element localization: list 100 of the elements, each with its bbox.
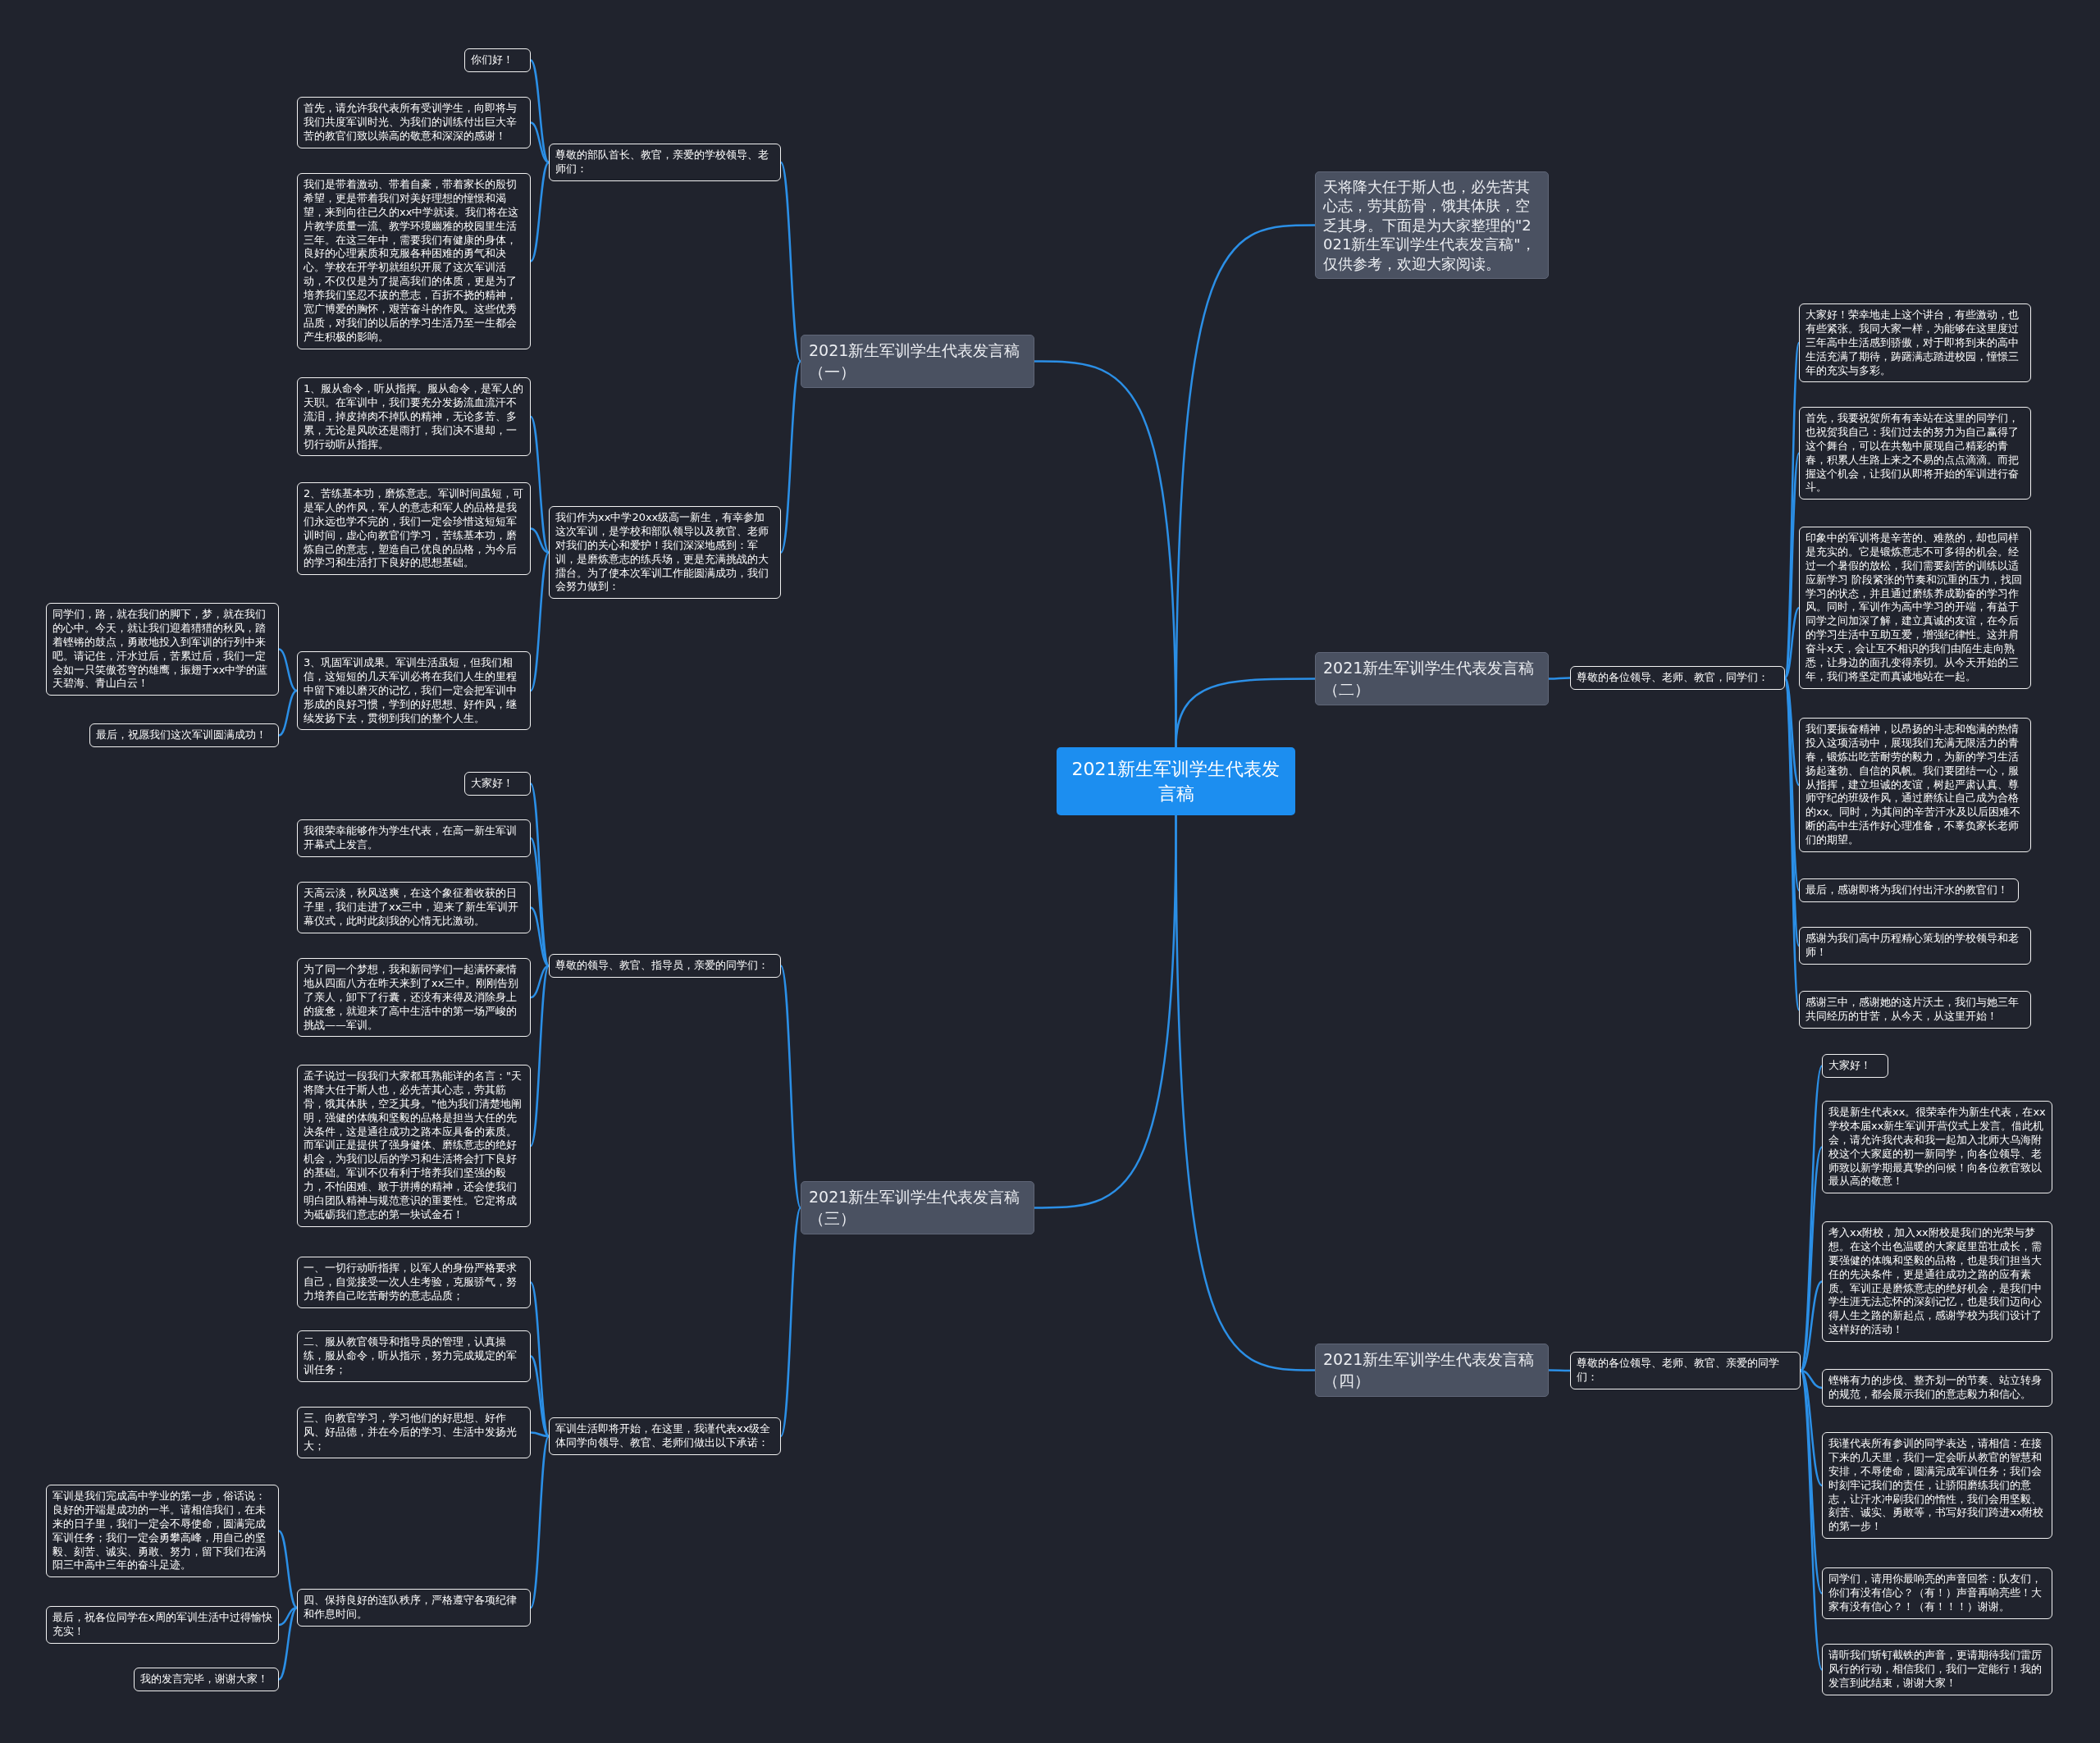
- topic-text: 最后，祝各位同学在x周的军训生活中过得愉快充实！: [52, 1611, 272, 1639]
- topic-text: 考入xx附校，加入xx附校是我们的光荣与梦想。在这个出色温暖的大家庭里茁壮成长，需要强健的体魄和坚毅的品格，也是我们担当大任的先决条件，更是通往成功之路的应有素质。军训正是磨炼意志的绝好机会，是我们中学生涯无法忘怀的深刻记忆，也是我们迈向心得人生之路的新起点，感谢学校为我们设计了这样好的活动！: [1828, 1226, 2043, 1338]
- connector-line: [1784, 677, 1800, 786]
- topic-text: 尊敬的各位领导、老师、教官、亲爱的同学们：: [1577, 1357, 1780, 1385]
- topic-text: 3、巩固军训成果。军训生活虽短，但我们相信，这短短的几天军训必将在我们人生的里程中留下难以磨灭的记忆，我们一定会把军训中形成的良好习惯，学到的好思想、好作风，继续发扬下去，贯彻到我们的整个人生。: [304, 656, 518, 726]
- subtopic-box: [1822, 1369, 2052, 1407]
- subtopic-box: [297, 97, 531, 148]
- connector-line: [1800, 1280, 1823, 1371]
- connector-line: [779, 360, 802, 554]
- topic-text: 我的发言完毕，谢谢大家！: [140, 1672, 269, 1686]
- subtopic-box: [297, 882, 531, 933]
- topic-text: 最后，感谢即将为我们付出汗水的教官们！: [1806, 883, 2009, 897]
- subtopic-box: [1799, 991, 2031, 1029]
- subtopic-box: [297, 819, 531, 857]
- topic-text: 最后，祝愿我们这次军训圆满成功！: [96, 728, 267, 742]
- topic-text: 二、服从教官领导和指导员的管理，认真操练，服从命令，听从指示，努力完成规定的军训任务；: [304, 1335, 518, 1377]
- topic-text: 我很荣幸能够作为学生代表，在高一新生军训开幕式上发言。: [304, 824, 518, 852]
- subtopic-box: [1822, 1567, 2052, 1619]
- topic-text: 尊敬的部队首长、教官，亲爱的学校领导、老师们：: [555, 148, 769, 176]
- connector-line: [530, 121, 550, 164]
- topic-text: 你们好！: [471, 53, 514, 67]
- connector-line: [529, 1435, 550, 1608]
- branch-topic: [801, 1181, 1034, 1235]
- connector-line: [278, 1530, 298, 1608]
- topic-text: 军训是我们完成高中学业的第一步，俗话说：良好的开端是成功的一半。请相信我们，在未来的日子里，我们一定会不辱使命，圆满完成军训任务；我们一定会勇攀高峰，用自己的坚毅、刻苦、诚实、勇敢、努力，留下我们在涡阳三中高中三年的奋斗足迹。: [52, 1490, 267, 1573]
- topic-text: 尊敬的各位领导、老师、教官，同学们：: [1577, 671, 1769, 685]
- connector-line: [278, 648, 298, 692]
- subtopic-box: [1799, 927, 2031, 965]
- subtopic-box: [464, 772, 531, 796]
- connector-line: [530, 1431, 550, 1438]
- connector-line: [1549, 677, 1570, 680]
- subtopic-box: [549, 954, 781, 978]
- subtopic-box: [1822, 1101, 2052, 1194]
- topic-text: 2021新生军训学生代表发言稿（三）: [809, 1187, 1021, 1229]
- connector-line: [530, 527, 550, 554]
- topic-text: 为了同一个梦想，我和新同学们一起满怀豪情地从四面八方在昨天来到了xx三中。刚刚告别了亲人，卸下了行囊，还没有来得及消除身上的疲惫，就迎来了高中生活中的第一场严峻的挑战——军训。: [304, 963, 520, 1033]
- subtopic-box: [297, 651, 531, 731]
- topic-text: 天高云淡，秋风送爽，在这个象征着收获的日子里，我们走进了xx三中，迎来了新生军训开幕仪式，此时此刻我的心情无比激动。: [304, 887, 520, 929]
- topic-text: 孟子说过一段我们大家都耳熟能详的名言："天将降大任于斯人也，必先苦其心志，劳其筋骨，饿其体肤，空乏其身。"他为我们清楚地阐明，强健的体魄和坚毅的品格是担当大任的先决条件，这是通往成功之路本应具备的素质。而军训正是提供了强身健体、磨练意志的绝好机会，为我们以后的学习和生活将会打下良好的基础。军训不仅有利于培养我们坚强的毅力，不怕困难、敢于拼搏的精神，还会使我们明白团队精神与规范意识的重要性。它定将成为砥砺我们意志的第一块试金石！: [304, 1070, 523, 1222]
- subtopic-box: [549, 506, 781, 600]
- topic-text: 一、一切行动听指挥，以军人的身份严格要求自己，自觉接受一次人生考验，克服骄气，努力培养自己吃苦耐劳的意志品质；: [304, 1262, 518, 1303]
- subtopic-box: [297, 1589, 531, 1627]
- subtopic-box: [1822, 1644, 2052, 1695]
- topic-text: 同学们，请用你最响亮的声音回答：队友们，你们有没有信心？（有！）声音再响亮些！大家有没有信心？！（有！！！）谢谢。: [1828, 1572, 2043, 1614]
- connector-line: [530, 162, 550, 262]
- connector-line: [779, 965, 802, 1209]
- connector-line: [278, 689, 298, 737]
- subtopic-box: [1799, 878, 2019, 902]
- connector-line: [278, 1606, 298, 1627]
- subtopic-box: [297, 482, 531, 576]
- topic-text: 2021新生军训学生代表发言稿（一）: [809, 340, 1021, 382]
- topic-text: 铿锵有力的步伐、整齐划一的节奏、站立转身的规范，都会展示我们的意志毅力和信心。: [1828, 1374, 2043, 1402]
- topic-text: 请听我们斩钉截铁的声音，更请期待我们雷厉风行的行动，相信我们，我们一定能行！我的发言到此结束，谢谢大家！: [1828, 1649, 2043, 1691]
- subtopic-box: [297, 377, 531, 457]
- connector-line: [779, 1207, 802, 1437]
- subtopic-box: [464, 48, 531, 72]
- connector-line: [529, 965, 550, 1147]
- subtopic-box: [297, 1330, 531, 1382]
- branch-topic: [1315, 1344, 1549, 1398]
- topic-text: 三、向教官学习，学习他们的好思想、好作风、好品德，并在今后的学习、生活中发扬光大；: [304, 1412, 518, 1453]
- connector-line: [530, 906, 550, 967]
- central-topic: [1057, 747, 1295, 815]
- topic-text: 军训生活即将开始，在这里，我谨代表xx级全体同学向领导、教官、老师们做出以下承诺：: [555, 1422, 772, 1450]
- connector-line: [530, 551, 550, 691]
- topic-text: 尊敬的领导、教官、指导员，亲爱的同学们：: [555, 959, 769, 973]
- subtopic-box: [297, 1257, 531, 1308]
- topic-text: 首先，请允许我代表所有受训学生，向即将与我们共度军训时光、为我们的训练付出巨大辛苦的教官们致以崇高的敬意和深深的感谢！: [304, 102, 518, 144]
- connector-line: [1800, 1369, 1823, 1389]
- subtopic-box: [297, 958, 531, 1038]
- topic-text: 天将降大任于斯人也，必先苦其心志，劳其筋骨，饿其体肤，空乏其身。下面是为大家整理的"2021新生军训学生代表发言稿"，仅供参考，欢迎大家阅读。: [1323, 177, 1536, 273]
- subtopic-box: [1799, 303, 2031, 383]
- connector-line: [278, 1606, 298, 1681]
- subtopic-box: [549, 1417, 781, 1455]
- connector-line: [779, 162, 802, 363]
- connector-line: [1800, 1370, 1823, 1486]
- topic-text: 大家好！荣幸地走上这个讲台，有些激动，也有些紧张。我同大家一样，为能够在这里度过三年高中生活感到骄傲，对于即将到来的高中生活充满了期待，踌躇满志踏进校园，憧憬三年的充实与多彩。: [1806, 308, 2020, 378]
- subtopic-box: [1570, 666, 1785, 690]
- subtopic-box: [46, 1606, 279, 1644]
- subtopic-box: [134, 1668, 279, 1691]
- topic-text: 2、苦练基本功，磨炼意志。军训时间虽短，可是军人的作风，军人的意志和军人的品格是我们永远也学不完的，我们一定会珍惜这短短军训时间，虚心向教官们学习，苦练基本功，磨炼自己的意志，塑造自己优良的品格，为今后的学习和生活打下良好的思想基础。: [304, 487, 524, 571]
- subtopic-box: [297, 1407, 531, 1458]
- topic-text: 我们是带着激动、带着自豪，带着家长的殷切希望，更是带着我们对美好理想的憧憬和渴望，来到向往已久的xx中学就读。我们将在这片教学质量一流、教学环境幽雅的校园里生活三年。在这三年中，需要我们有健康的身体，良好的心理素质和克服各种困难的勇气和决心。学校在开学初就组织开展了这次军训活动，不仅仅是为了提高我们的体质，更是为了培养我们坚忍不拔的意志，百折不挠的精神，宽广博爱的胸怀，艰苦奋斗的作风。这些优秀品质，对我们的以后的学习生活乃至一生都会产生积极的影响。: [304, 178, 520, 344]
- connector-line: [530, 416, 550, 554]
- topic-text: 我们作为xx中学20xx级高一新生，有幸参加这次军训，是学校和部队领导以及教官、老师对我们的关心和爱护！我们深深地感到：军训，是磨炼意志的练兵场，更是充满挑战的大擂台。为了使本次军训工作能圆满成功，我们会努力做到：: [555, 511, 769, 595]
- topic-text: 感谢三中，感谢她的这片沃土，我们与她三年共同经历的甘苦，从今天，从这里开始！: [1806, 996, 2020, 1024]
- topic-text: 2021新生军训学生代表发言稿: [1071, 757, 1281, 805]
- connector-line: [1549, 1369, 1570, 1372]
- branch-topic: [801, 335, 1034, 389]
- topic-text: 感谢为我们高中历程精心策划的学校领导和老师！: [1806, 932, 2020, 960]
- connector-line: [530, 965, 550, 999]
- topic-text: 首先，我要祝贺所有有幸站在这里的同学们，也祝贺我自己：我们过去的努力为自己赢得了这个舞台，可以在共勉中展现自己精彩的青春，积累人生路上来之不易的点点滴滴。而把握这个机会，让我们从即将开始的军训进行奋斗。: [1806, 412, 2020, 495]
- branch-topic: [1315, 652, 1549, 706]
- topic-text: 我是新生代表xx。很荣幸作为新生代表，在xx学校本届xx新生军训开营仪式上发言。借此机会，请允许我代表和我一起加入北师大乌海附校这个大家庭的初一新同学，向各位领导、老师致以新学期最真挚的问候！向各位教官致以最从高的敬意！: [1828, 1106, 2046, 1189]
- subtopic-box: [46, 603, 279, 696]
- subtopic-box: [89, 723, 279, 747]
- connector-line: [530, 59, 550, 163]
- subtopic-box: [1822, 1054, 1888, 1078]
- subtopic-box: [549, 144, 781, 181]
- topic-text: 印象中的军训将是辛苦的、难熬的，却也同样是充实的。它是锻炼意志不可多得的机会。经过一个暑假的放松，我们需要刻苦的训练以适应新学习 阶段紧张的节奏和沉重的压力，找回学习的状态，并且通过磨练养成勤奋的学习作风。同时，军训作为高中学习的开端，有益于同学之间加深了解，建立真诚的友谊，在今后的学习生活中互助互爱，增强纪律性。这并肩奋斗x天，会让互不相识的我们由陌生走向熟悉，让身边的面孔变得亲切。从今天开始的三年，我们将坚定而真诚地站在一起。: [1806, 532, 2024, 684]
- topic-text: 2021新生军训学生代表发言稿（四）: [1323, 1349, 1536, 1391]
